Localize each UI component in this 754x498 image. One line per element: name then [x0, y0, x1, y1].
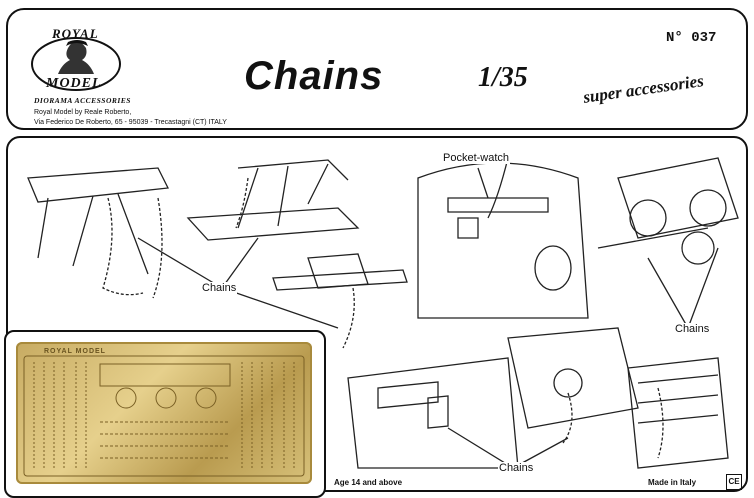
- ce-mark: CE: [726, 474, 742, 490]
- brand-subtitle: DIORAMA ACCESSORIES: [34, 96, 131, 105]
- instruction-drawings-icon: [27, 157, 739, 469]
- photo-etch-fret-panel: ROYAL MODEL: [4, 330, 326, 498]
- header-panel: ROYAL MODEL DIORAMA ACCESSORIES Royal Mo…: [6, 8, 748, 130]
- brand-bottom-text: MODEL: [46, 76, 102, 91]
- product-title: Chains: [244, 54, 384, 98]
- chain-parts-icon: [23, 355, 305, 477]
- callout-pocket-watch: Pocket-watch: [442, 152, 511, 164]
- brand-top-text: ROYAL: [52, 26, 99, 41]
- age-note: Age 14 and above: [334, 478, 403, 487]
- callout-chains-tripod: Chains: [201, 282, 238, 294]
- product-number: N° 037: [666, 30, 717, 46]
- fret-brand-text: ROYAL MODEL: [44, 348, 106, 355]
- company-address: Via Federico De Roberto, 65 - 95039 - Tr…: [34, 119, 227, 126]
- photo-etch-fret: ROYAL MODEL: [16, 342, 312, 484]
- royal-model-logo-icon: [31, 37, 121, 91]
- callout-chains-hatch: Chains: [674, 323, 711, 335]
- company-name: Royal Model by Reale Roberto,: [34, 109, 132, 116]
- made-in-text: Made in Italy: [648, 478, 697, 487]
- callout-chains-bottom: Chains: [498, 462, 535, 474]
- product-scale: 1/35: [478, 62, 528, 93]
- series-name: super accessories: [582, 71, 705, 107]
